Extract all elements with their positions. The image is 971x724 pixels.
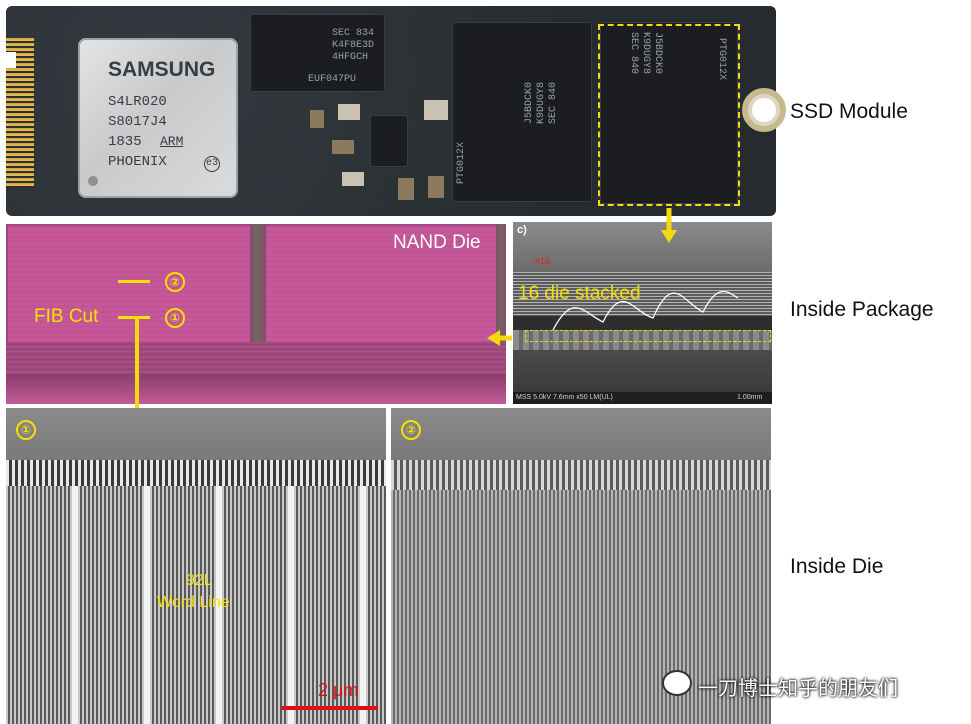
- controller-line-1: S4LR020: [108, 94, 167, 110]
- cut-2-line: [118, 280, 150, 283]
- sem-image-cut-2: [391, 408, 771, 724]
- scale-bar: [282, 706, 378, 710]
- nand-die-photo: [6, 224, 506, 404]
- package-cross-section: MSS 5.0kV 7.6mm x50 LM(UL) 1.00mm c) #16: [513, 222, 772, 404]
- sem-info-text: MSS 5.0kV 7.6mm x50 LM(UL): [516, 394, 613, 401]
- label-inside-package: Inside Package: [790, 298, 934, 321]
- capacitor: [332, 140, 354, 154]
- package-base: [513, 350, 772, 392]
- bond-wires: [552, 290, 739, 331]
- label-ssd-module: SSD Module: [790, 100, 908, 123]
- controller-e3-mark: e3: [204, 156, 220, 172]
- sem-contact-row: [391, 460, 771, 490]
- sem-contact-row: [6, 460, 386, 486]
- controller-line-4: PHOENIX: [108, 154, 167, 170]
- dram-line-4: EUF047PU: [308, 74, 357, 85]
- wechat-icon: [662, 670, 692, 696]
- nand-package-2: SEC 840 K9DUGY8 J5BDCK0 PTG012X: [600, 22, 738, 204]
- sem-scale-text: 1.00mm: [737, 394, 763, 401]
- sem-info-bar: MSS 5.0kV 7.6mm x50 LM(UL) 1.00mm: [513, 392, 772, 404]
- mounting-hole-center: [752, 98, 776, 122]
- die-stacked-label: 16 die stacked: [518, 283, 641, 304]
- fib-cut-label: FIB Cut: [34, 306, 99, 327]
- nand2-line-1: SEC 840: [628, 32, 639, 75]
- dram-line-3: 4HFGCH: [332, 52, 369, 63]
- substrate: [513, 330, 772, 350]
- package-highlight-box: [525, 330, 771, 342]
- die-16-label: #16: [535, 256, 551, 266]
- controller-chip: SAMSUNG S4LR020 S8017J4 1835 ARM PHOENIX…: [78, 38, 238, 198]
- dram-line-1: SEC 834: [332, 28, 375, 39]
- sem-top-layer: [391, 408, 771, 460]
- marker-2-icon: ②: [165, 272, 185, 292]
- controller-line-2: S8017J4: [108, 114, 167, 130]
- cut-1-line: [118, 316, 150, 319]
- label-inside-die: Inside Die: [790, 555, 884, 578]
- dram-chip: SEC 834 K4F8E3D 4HFGCH EUF047PU: [250, 14, 385, 92]
- die-edge: [6, 374, 506, 404]
- word-line-label: Word Line: [157, 594, 230, 611]
- sem1-marker-icon: ①: [16, 420, 36, 440]
- marker-1-icon: ①: [165, 308, 185, 328]
- pin1-dot: [88, 176, 98, 186]
- inductor: [424, 100, 448, 120]
- watermark-text: 一刀博士知乎的朋友们: [698, 678, 898, 700]
- nand2-line-2: K9DUGY8: [640, 32, 651, 75]
- dram-line-2: K4F8E3D: [332, 40, 375, 51]
- nand-package-1: SEC 840 K9DUGY8 J5BDCK0 PTG012X: [452, 22, 592, 202]
- controller-arm-mark: ARM: [160, 134, 184, 149]
- nand-highlight-box: [598, 24, 740, 206]
- nand2-line-4: PTG012X: [716, 38, 727, 81]
- nand-die-title: NAND Die: [393, 232, 481, 253]
- mold-compound: [513, 222, 772, 272]
- controller-brand: SAMSUNG: [108, 58, 216, 81]
- connector-notch: [6, 52, 16, 68]
- sem-image-cut-1: [6, 408, 386, 724]
- panel-c-label: c): [517, 224, 527, 236]
- arrow-left-icon: [487, 330, 500, 346]
- nand2-line-3: J5BDCK0: [652, 32, 663, 75]
- capacitor: [398, 178, 414, 200]
- sem2-marker-icon: ②: [401, 420, 421, 440]
- inductor: [338, 104, 360, 120]
- channel-stack: [391, 490, 771, 724]
- controller-line-3: 1835: [108, 134, 142, 150]
- inductor: [342, 172, 364, 186]
- pmic-chip: [370, 115, 408, 167]
- die-stack: [513, 272, 772, 316]
- word-line-stack: [6, 486, 386, 724]
- word-line-count: 92L: [186, 572, 213, 589]
- scale-bar-label: 2 μm: [318, 680, 359, 700]
- sem-top-layer: [6, 408, 386, 460]
- die-edge-band: [496, 224, 506, 404]
- capacitor: [310, 110, 324, 128]
- capacitor: [428, 176, 444, 198]
- arrow-down-icon: [661, 230, 677, 243]
